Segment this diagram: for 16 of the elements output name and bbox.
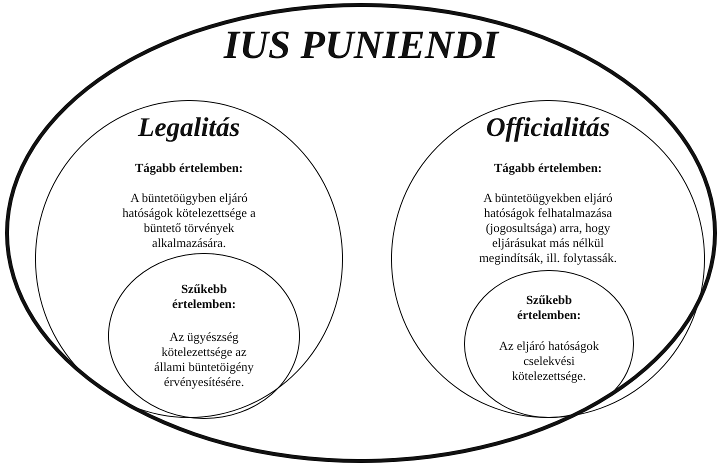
definition-text: Az eljáró hatóságok cselekvési kötelezettsége. xyxy=(498,339,600,384)
definition-text: A büntetöügyben eljáró hatóságok kötelezettsége a büntető törvények alkalmazására. xyxy=(121,191,257,251)
definition-text: Az ügyészség kötelezettsége az állami büntetöigény érvényesítésére. xyxy=(153,330,255,390)
set-circle xyxy=(391,100,705,418)
set-circle xyxy=(35,100,343,418)
set-circle xyxy=(108,253,300,419)
sense-heading: Tágabb értelemben: xyxy=(493,161,603,176)
set-circle xyxy=(464,270,634,418)
set-heading: IUS PUNIENDI xyxy=(222,21,500,69)
sense-heading: Szűkebb értelemben: xyxy=(171,282,237,312)
set-ellipse xyxy=(5,3,717,463)
set-heading: Officialitás xyxy=(485,111,611,144)
sense-heading: Tágabb értelemben: xyxy=(134,161,244,176)
sense-heading: Szűkebb értelemben: xyxy=(516,293,582,323)
set-heading: Legalitás xyxy=(136,111,241,144)
definition-text: A büntetöügyekben eljáró hatóságok felhatalmazása (jogosultsága) arra, hogy eljárásukat más nélkül megindítsák, ill. folytassák. xyxy=(478,191,618,266)
